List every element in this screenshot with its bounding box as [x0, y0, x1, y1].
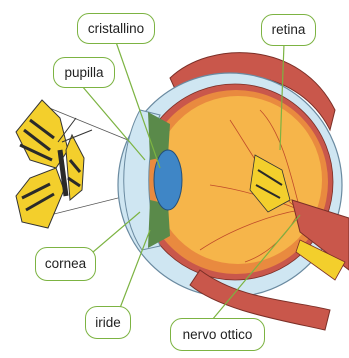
label-cristallino: cristallino [77, 13, 155, 44]
label-iride: iride [85, 306, 131, 339]
label-nervo-ottico: nervo ottico [170, 318, 265, 351]
eyeball [118, 53, 349, 330]
label-pupilla: pupilla [53, 57, 115, 88]
label-cornea: cornea [35, 247, 96, 281]
butterfly-illustration [16, 100, 92, 228]
label-retina: retina [261, 14, 316, 46]
